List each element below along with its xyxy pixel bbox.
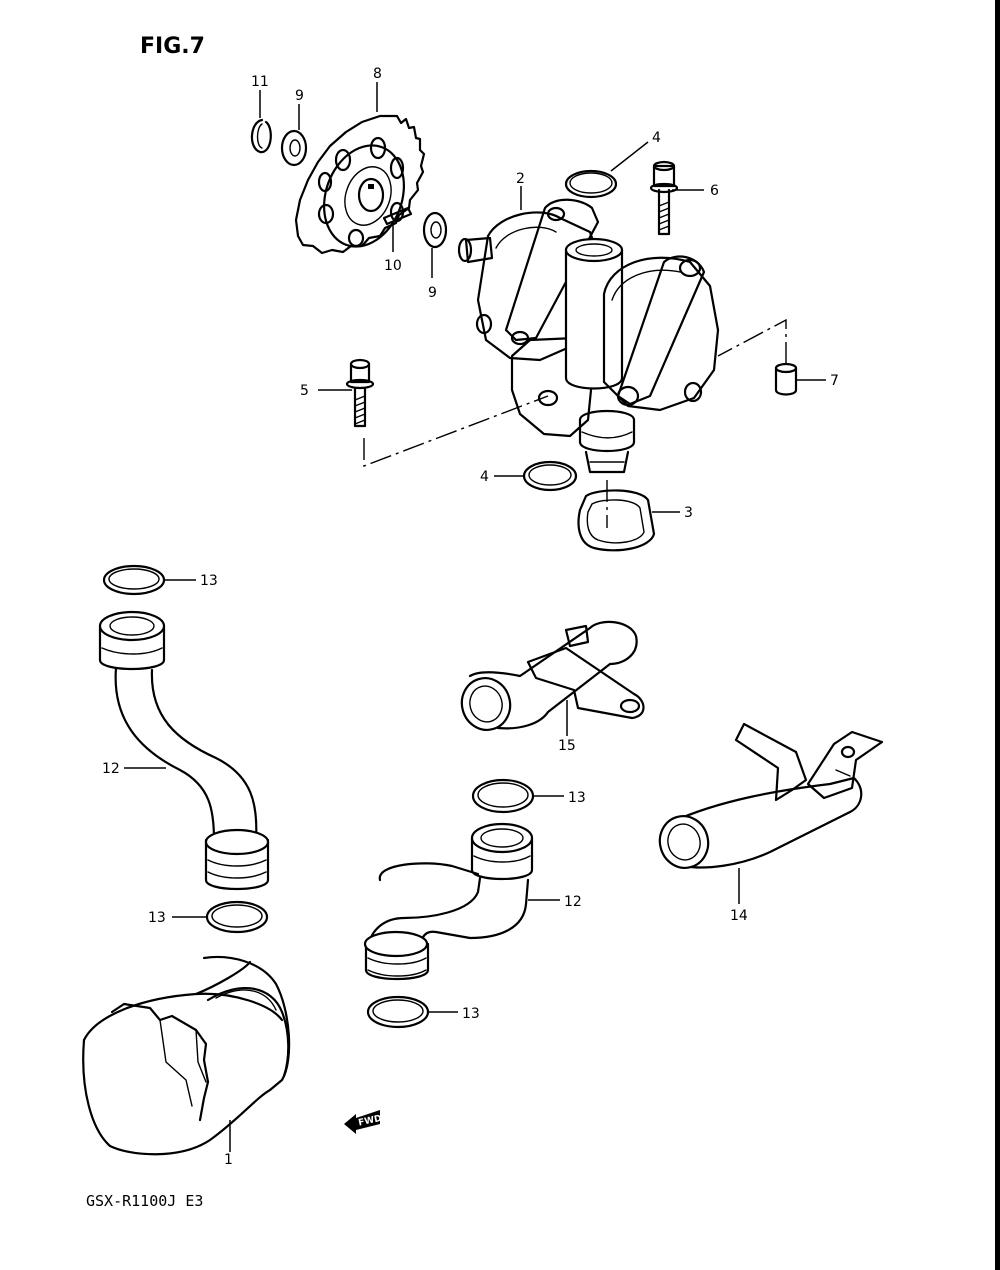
part-13-o-ring-a bbox=[102, 564, 196, 596]
callout-4a: 4 bbox=[652, 130, 661, 146]
callout-1: 1 bbox=[224, 1152, 233, 1168]
part-7-dowel bbox=[717, 318, 826, 396]
part-2-oil-pump bbox=[457, 186, 720, 474]
part-13-o-ring-b bbox=[172, 900, 269, 934]
callout-12b: 12 bbox=[564, 894, 582, 910]
part-13-o-ring-d bbox=[366, 995, 458, 1029]
part-9-washer-upper bbox=[280, 104, 308, 167]
part-13-o-ring-c bbox=[471, 778, 564, 814]
fwd-arrow-icon: FWD bbox=[344, 1110, 383, 1134]
callout-3: 3 bbox=[684, 505, 693, 521]
part-4-o-ring-upper bbox=[564, 141, 649, 199]
callout-13d: 13 bbox=[462, 1006, 480, 1022]
callout-15: 15 bbox=[558, 738, 576, 754]
scan-edge-bar bbox=[995, 0, 1000, 1270]
part-12-pipe-b bbox=[363, 822, 560, 981]
callout-9a: 9 bbox=[295, 88, 304, 104]
callout-5: 5 bbox=[300, 383, 309, 399]
part-5-bolt bbox=[318, 358, 549, 468]
callout-12a: 12 bbox=[102, 761, 120, 777]
callout-13b: 13 bbox=[148, 910, 166, 926]
part-12-pipe-a bbox=[98, 610, 270, 891]
callout-14: 14 bbox=[730, 908, 748, 924]
part-3-gasket bbox=[577, 480, 680, 552]
callout-4b: 4 bbox=[480, 469, 489, 485]
callout-13a: 13 bbox=[200, 573, 218, 589]
part-15-strainer bbox=[460, 620, 645, 736]
part-1-oil-filter bbox=[82, 955, 291, 1156]
callout-9b: 9 bbox=[428, 285, 437, 301]
callout-7: 7 bbox=[830, 373, 839, 389]
part-14-strainer bbox=[658, 722, 884, 904]
fwd-label: FWD bbox=[358, 1114, 383, 1129]
figure-title: FIG.7 bbox=[140, 34, 205, 59]
part-11-circlip bbox=[250, 90, 272, 154]
callout-11: 11 bbox=[251, 74, 269, 90]
callout-2: 2 bbox=[516, 171, 525, 187]
part-8-pump-gear bbox=[294, 82, 426, 255]
part-10-pin bbox=[382, 206, 413, 252]
callout-6: 6 bbox=[710, 183, 719, 199]
part-4-o-ring-lower bbox=[494, 460, 578, 492]
callout-10: 10 bbox=[384, 258, 402, 274]
callout-13c: 13 bbox=[568, 790, 586, 806]
callout-8: 8 bbox=[373, 66, 382, 82]
model-code: GSX-R1100J E3 bbox=[86, 1192, 203, 1210]
part-6-bolt bbox=[649, 160, 704, 236]
part-9-washer-lower bbox=[422, 211, 448, 278]
